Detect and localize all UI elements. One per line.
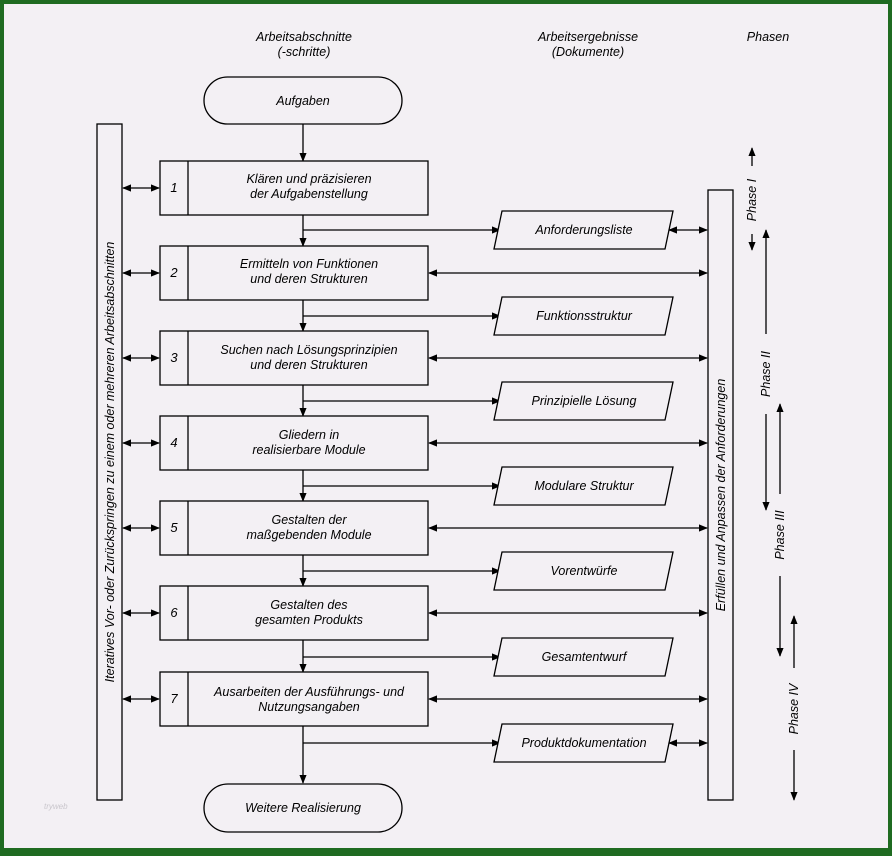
phase-4-label: Phase IV bbox=[787, 682, 801, 734]
result-5-label: Vorentwürfe bbox=[551, 564, 618, 578]
phase-2-label: Phase II bbox=[759, 351, 773, 397]
step-3: 3 Suchen nach Lösungsprinzipien und dere… bbox=[159, 330, 429, 386]
phase-2: Phase II bbox=[759, 229, 773, 511]
step-7-number: 7 bbox=[170, 691, 178, 706]
step-7-line2: Nutzungsangaben bbox=[258, 700, 360, 714]
iteration-bar bbox=[96, 123, 123, 801]
step-1: 1 Klären und präzisieren der Aufgabenste… bbox=[159, 160, 429, 216]
step-2: 2 Ermitteln von Funktionen und deren Str… bbox=[159, 245, 429, 301]
phase-1-label: Phase I bbox=[745, 178, 759, 221]
result-6: Gesamtentwurf bbox=[493, 637, 674, 677]
step-5-line1: Gestalten der bbox=[271, 513, 347, 527]
iteration-bar-label: Iteratives Vor- oder Zurückspringen zu e… bbox=[103, 242, 117, 683]
step-5: 5 Gestalten der maßgebenden Module bbox=[159, 500, 429, 556]
requirements-bar-label: Erfüllen und Anpassen der Anforderungen bbox=[714, 379, 728, 612]
phase-1: Phase I bbox=[745, 147, 759, 251]
phase-3-label: Phase III bbox=[773, 510, 787, 560]
requirements-bar bbox=[707, 189, 734, 801]
step-3-line2: und deren Strukturen bbox=[250, 358, 367, 372]
end-label: Weitere Realisierung bbox=[245, 801, 361, 815]
step-2-line1: Ermitteln von Funktionen bbox=[240, 257, 378, 271]
result-1: Anforderungsliste bbox=[493, 210, 674, 250]
step-5-number: 5 bbox=[170, 520, 178, 535]
result-2: Funktionsstruktur bbox=[493, 296, 674, 336]
result-4: Modulare Struktur bbox=[493, 466, 674, 506]
step-2-number: 2 bbox=[169, 265, 178, 280]
watermark: tryweb bbox=[44, 802, 68, 811]
result-5: Vorentwürfe bbox=[493, 551, 674, 591]
step-4: 4 Gliedern in realisierbare Module bbox=[159, 415, 429, 471]
result-4-label: Modulare Struktur bbox=[534, 479, 634, 493]
step-3-line1: Suchen nach Lösungsprinzipien bbox=[220, 343, 397, 357]
step-1-number: 1 bbox=[170, 180, 177, 195]
step-1-line1: Klären und präzisieren bbox=[246, 172, 371, 186]
step-4-number: 4 bbox=[170, 435, 177, 450]
header-phases: Phasen bbox=[747, 30, 789, 44]
step-6-line2: gesamten Produkts bbox=[255, 613, 363, 627]
diagram-canvas: Arbeitsabschnitte (-schritte) Arbeitserg… bbox=[4, 4, 888, 848]
result-6-label: Gesamtentwurf bbox=[542, 650, 628, 664]
phase-3: Phase III bbox=[773, 403, 787, 657]
step-5-line2: maßgebenden Module bbox=[246, 528, 371, 542]
result-3-label: Prinzipielle Lösung bbox=[532, 394, 637, 408]
result-7-label: Produktdokumentation bbox=[521, 736, 646, 750]
step-7-line1: Ausarbeiten der Ausführungs- und bbox=[213, 685, 405, 699]
header-results-line1: Arbeitsergebnisse bbox=[537, 30, 638, 44]
header-steps-line2: (-schritte) bbox=[278, 45, 331, 59]
step-2-line2: und deren Strukturen bbox=[250, 272, 367, 286]
step-6-number: 6 bbox=[170, 605, 178, 620]
step-3-number: 3 bbox=[170, 350, 178, 365]
end-terminal bbox=[203, 783, 403, 833]
header-steps-line1: Arbeitsabschnitte bbox=[255, 30, 352, 44]
header-results-line2: (Dokumente) bbox=[552, 45, 624, 59]
phase-4: Phase IV bbox=[787, 615, 801, 801]
start-label: Aufgaben bbox=[275, 94, 330, 108]
step-4-line1: Gliedern in bbox=[279, 428, 339, 442]
step-6: 6 Gestalten des gesamten Produkts bbox=[159, 585, 429, 641]
result-3: Prinzipielle Lösung bbox=[493, 381, 674, 421]
process-diagram: Arbeitsabschnitte (-schritte) Arbeitserg… bbox=[44, 30, 801, 833]
step-1-line2: der Aufgabenstellung bbox=[250, 187, 368, 201]
result-2-label: Funktionsstruktur bbox=[536, 309, 633, 323]
step-7: 7 Ausarbeiten der Ausführungs- und Nutzu… bbox=[159, 671, 429, 727]
result-1-label: Anforderungsliste bbox=[534, 223, 632, 237]
step-6-line1: Gestalten des bbox=[270, 598, 347, 612]
result-7: Produktdokumentation bbox=[493, 723, 674, 763]
step-4-line2: realisierbare Module bbox=[252, 443, 365, 457]
